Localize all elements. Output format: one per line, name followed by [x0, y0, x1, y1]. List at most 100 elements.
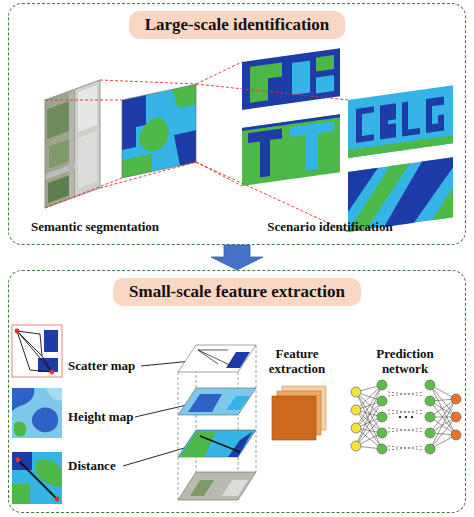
aerial-photo	[49, 139, 69, 168]
scatter-map-image	[44, 330, 58, 352]
network-link	[388, 392, 424, 396]
network-ellipsis	[399, 416, 401, 418]
scenario-panel	[402, 100, 420, 137]
segmentation-map	[122, 154, 152, 178]
scenario-panel	[426, 97, 444, 134]
segmentation-map	[174, 130, 196, 167]
network-neuron	[377, 428, 387, 438]
network-neuron	[351, 423, 361, 433]
network-neuron	[425, 380, 435, 390]
scatter-map-image	[30, 370, 52, 372]
block-title: Feature extraction	[264, 346, 330, 376]
image-label: Scenario identification	[245, 219, 415, 234]
section-box: Large-scale identification	[8, 3, 466, 245]
distance-image	[16, 458, 21, 463]
distance-image	[12, 484, 30, 504]
network-neuron	[377, 444, 387, 454]
projection-lines	[100, 162, 196, 188]
layer-stack	[222, 480, 248, 496]
projection-lines	[196, 84, 348, 100]
projection-lines	[45, 178, 122, 208]
section-title: Large-scale identification	[129, 11, 346, 39]
network-neuron	[351, 405, 361, 415]
scenario-panel	[356, 106, 374, 143]
network-link	[388, 428, 424, 432]
network-neuron	[425, 444, 435, 454]
scatter-map-image	[15, 329, 20, 334]
network-neuron	[377, 396, 387, 406]
layer-stack	[190, 480, 214, 496]
projection-lines	[196, 62, 242, 84]
layer-stack	[226, 352, 250, 368]
aerial-photo	[45, 80, 100, 208]
image-label: Distance	[68, 458, 116, 473]
scenario-panel	[348, 85, 453, 158]
network-neuron	[377, 412, 387, 422]
layer-stack	[200, 436, 240, 452]
segmentation-map	[122, 84, 196, 178]
aerial-photo	[45, 80, 100, 208]
segmentation-map	[122, 84, 196, 178]
layer-stack	[198, 350, 232, 366]
segmentation-map	[122, 84, 196, 178]
image-label: Scatter map	[68, 358, 135, 373]
layer-stack	[178, 430, 256, 457]
network-neuron	[451, 394, 461, 404]
network-neuron	[351, 387, 361, 397]
layer-stack	[188, 394, 222, 412]
segmentation-map	[139, 115, 169, 154]
scenario-panel	[290, 121, 334, 173]
layer-stack	[226, 396, 250, 410]
aerial-photo	[75, 80, 100, 197]
network-ellipsis	[411, 416, 413, 418]
layer-stack	[178, 345, 256, 372]
height-map-image	[12, 388, 62, 438]
network-neuron	[451, 412, 461, 422]
scenario-panel	[242, 114, 340, 186]
scatter-map-image	[12, 325, 62, 377]
scenario-panel	[384, 157, 453, 227]
scenario-panel	[242, 114, 340, 131]
network-link	[388, 410, 424, 414]
scatter-map-image	[40, 334, 42, 356]
network-neuron	[425, 412, 435, 422]
image-label: Semantic segmentation	[20, 219, 170, 234]
network-link	[388, 392, 424, 396]
scenario-panel	[432, 187, 453, 220]
title-wrap: Small-scale feature extraction	[9, 278, 465, 306]
image-label: Height map	[68, 409, 133, 424]
scenario-panel	[348, 135, 453, 158]
title-wrap: Large-scale identification	[9, 11, 465, 39]
network-neuron	[377, 380, 387, 390]
layer-stack	[198, 350, 218, 364]
scenario-panel	[316, 55, 334, 72]
scenario-panel	[242, 114, 340, 186]
aerial-photo	[48, 175, 70, 203]
aerial-photo	[45, 80, 100, 208]
layer-stack	[256, 345, 257, 472]
scatter-map-image	[42, 356, 52, 372]
scatter-map-image	[17, 331, 52, 372]
segmentation-map	[122, 84, 196, 178]
height-map-image	[12, 388, 34, 412]
scenario-panel	[292, 60, 310, 95]
height-map-image	[32, 408, 58, 433]
aerial-photo	[78, 85, 97, 132]
distance-image	[18, 460, 57, 499]
network-neuron	[451, 430, 461, 440]
aerial-photo	[78, 131, 97, 188]
layer-stack	[198, 350, 228, 351]
flow-arrow	[211, 245, 263, 270]
network-ellipsis	[405, 416, 407, 418]
network-link	[430, 385, 456, 435]
projection-lines	[100, 80, 196, 84]
scenario-panel	[316, 75, 334, 94]
network-neuron	[351, 441, 361, 451]
network-link	[388, 446, 424, 450]
network-neuron	[425, 428, 435, 438]
scatter-map-image	[17, 331, 52, 372]
network-link	[388, 446, 424, 450]
layer-stack	[198, 350, 232, 366]
